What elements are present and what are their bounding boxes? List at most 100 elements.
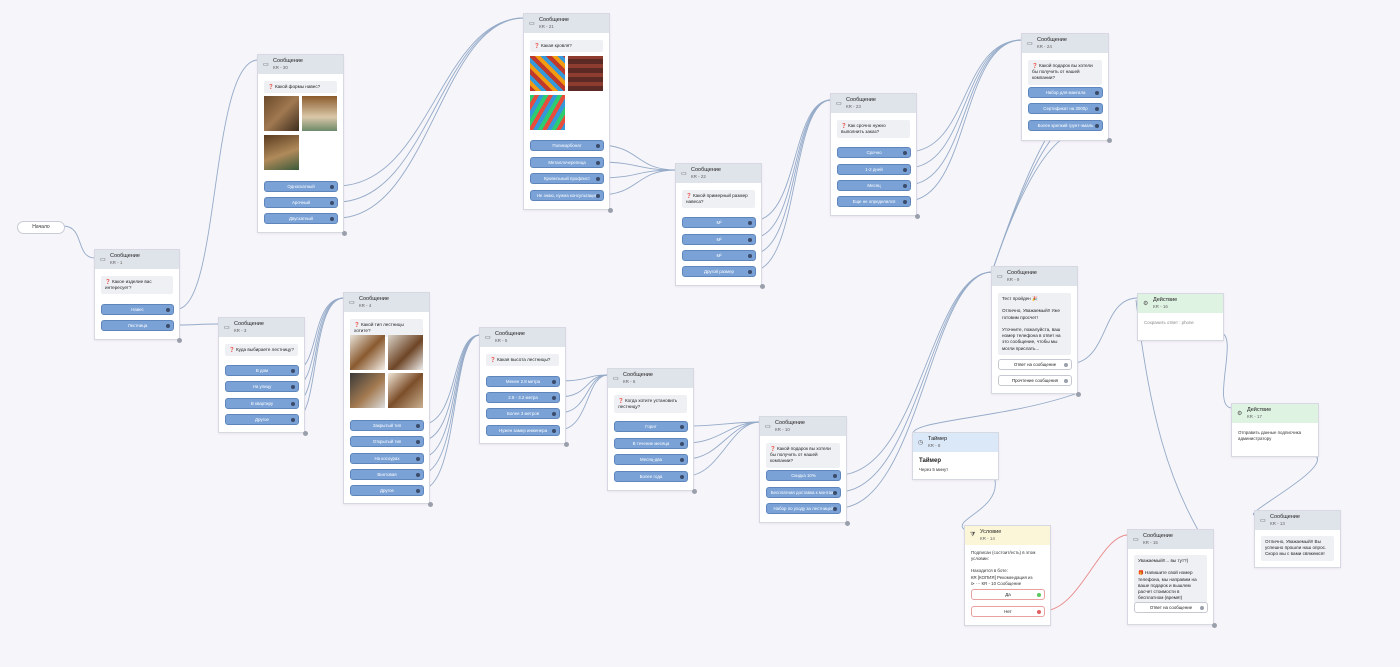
answer-button[interactable]: Лестница: [101, 320, 174, 331]
connector-dot[interactable]: [330, 201, 334, 205]
reply-trigger[interactable]: Ответ на сообщение: [998, 359, 1072, 370]
answer-button[interactable]: В квартиру: [225, 398, 299, 409]
answer-button[interactable]: Сертификат на 3000р: [1028, 103, 1103, 114]
output-port[interactable]: [760, 284, 765, 289]
connector-dot[interactable]: [416, 457, 420, 461]
answer-button[interactable]: Арочный: [264, 197, 338, 208]
connector-dot[interactable]: [1200, 606, 1204, 610]
output-port[interactable]: [564, 442, 569, 447]
connector-dot[interactable]: [1064, 363, 1068, 367]
connector-dot[interactable]: [903, 151, 907, 155]
answer-button[interactable]: Другое: [225, 414, 299, 425]
answer-button[interactable]: Скидка 10%: [766, 470, 841, 481]
answer-button[interactable]: Металлочерепица: [530, 157, 604, 168]
output-port[interactable]: [692, 489, 697, 494]
answer-button[interactable]: Менее 2.8 метра: [486, 376, 560, 387]
output-port[interactable]: [845, 521, 850, 526]
answer-button[interactable]: 2.8 - 3.2 метра: [486, 392, 560, 403]
read-trigger[interactable]: Прочтение сообщения: [998, 375, 1072, 386]
output-port[interactable]: [177, 338, 182, 343]
connector-dot[interactable]: [833, 474, 837, 478]
output-port[interactable]: [608, 208, 613, 213]
connector-dot[interactable]: [833, 491, 837, 495]
connector-dot[interactable]: [291, 385, 295, 389]
output-port[interactable]: [1212, 623, 1217, 628]
answer-button[interactable]: В течение месяца: [614, 438, 688, 449]
connector-dot[interactable]: [748, 238, 752, 242]
start-node[interactable]: Начало: [17, 221, 65, 234]
connector-dot[interactable]: [748, 254, 752, 258]
connector-dot[interactable]: [680, 458, 684, 462]
output-port[interactable]: [342, 231, 347, 236]
answer-button[interactable]: Поликарбонат: [530, 140, 604, 151]
connector-dot[interactable]: [1037, 610, 1041, 614]
connector-dot[interactable]: [748, 270, 752, 274]
connector-dot[interactable]: [166, 324, 170, 328]
connector-dot[interactable]: [596, 194, 600, 198]
connector-dot[interactable]: [416, 473, 420, 477]
connector-dot[interactable]: [552, 429, 556, 433]
answer-button[interactable]: Горит: [614, 421, 688, 432]
connector-dot[interactable]: [1064, 379, 1068, 383]
connector-dot[interactable]: [330, 185, 334, 189]
answer-button[interactable]: Более 3 метров: [486, 408, 560, 419]
connector-dot[interactable]: [748, 221, 752, 225]
answer-button[interactable]: Бесплатная доставка к монтажу: [766, 487, 841, 498]
connector-dot[interactable]: [552, 396, 556, 400]
answer-button[interactable]: Набор по уходу за лестницей: [766, 503, 841, 514]
connector-dot[interactable]: [1037, 593, 1041, 597]
answer-button[interactable]: Другое: [350, 485, 424, 496]
answer-button[interactable]: Не знаю, нужна консультация: [530, 190, 604, 201]
connector-dot[interactable]: [903, 184, 907, 188]
answer-button[interactable]: Другой размер: [682, 266, 756, 277]
connector-dot[interactable]: [1095, 124, 1099, 128]
answer-button[interactable]: Кровельный профлист: [530, 173, 604, 184]
connector-dot[interactable]: [291, 402, 295, 406]
answer-button[interactable]: Односкатный: [264, 181, 338, 192]
reply-trigger[interactable]: Ответ на сообщение: [1134, 602, 1208, 613]
answer-button[interactable]: М²: [682, 234, 756, 245]
answer-button[interactable]: Набор для мангала: [1028, 87, 1103, 98]
output-port[interactable]: [1107, 138, 1112, 143]
answer-button[interactable]: Срочно: [837, 147, 911, 158]
connector-dot[interactable]: [903, 200, 907, 204]
connector-dot[interactable]: [680, 442, 684, 446]
connector-dot[interactable]: [166, 308, 170, 312]
connector-dot[interactable]: [416, 424, 420, 428]
connector-dot[interactable]: [552, 412, 556, 416]
answer-button[interactable]: М²: [682, 217, 756, 228]
condition-no[interactable]: Нет: [971, 606, 1045, 617]
connector-dot[interactable]: [416, 440, 420, 444]
output-port[interactable]: [915, 214, 920, 219]
answer-button[interactable]: Месяц: [837, 180, 911, 191]
connector-dot[interactable]: [416, 489, 420, 493]
connector-dot[interactable]: [680, 475, 684, 479]
answer-button[interactable]: Винтовая: [350, 469, 424, 480]
answer-button[interactable]: М²: [682, 250, 756, 261]
answer-button[interactable]: Открытый тип: [350, 436, 424, 447]
answer-button[interactable]: Месяц-два: [614, 454, 688, 465]
answer-button[interactable]: 1-2 дней: [837, 164, 911, 175]
connector-dot[interactable]: [291, 418, 295, 422]
connector-dot[interactable]: [1095, 91, 1099, 95]
answer-button[interactable]: Навес: [101, 304, 174, 315]
answer-button[interactable]: На улицу: [225, 381, 299, 392]
answer-button[interactable]: Более года: [614, 471, 688, 482]
connector-dot[interactable]: [596, 161, 600, 165]
condition-yes[interactable]: Да: [971, 589, 1045, 600]
